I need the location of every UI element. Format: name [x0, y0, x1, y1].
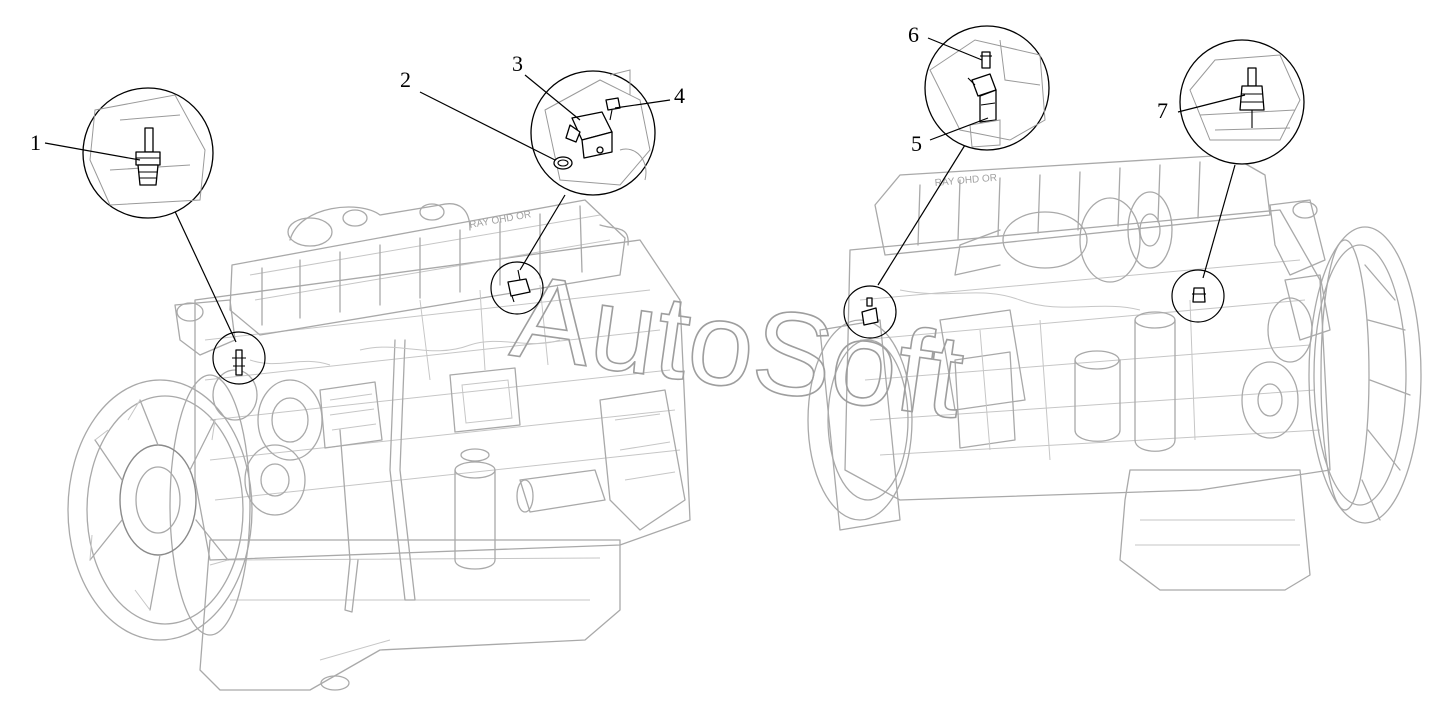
sensor-1-shaft: [144, 127, 154, 153]
label-3: 3: [512, 51, 523, 76]
label-4: 4: [674, 83, 685, 108]
label-5: 5: [911, 131, 922, 156]
callout-1-group: 1: [30, 87, 266, 385]
leader-line: [1202, 164, 1236, 279]
leader-line: [171, 204, 237, 343]
callout-2-3-4-group: 2 3 4: [400, 51, 685, 315]
callout-7-group: 7: [1157, 39, 1305, 323]
bolt-4: [605, 97, 621, 111]
location-circle: [490, 261, 544, 315]
left-engine-drawing: RAY OHD OR: [67, 199, 691, 691]
sensor-7-top: [1247, 67, 1257, 87]
label-2: 2: [400, 67, 411, 92]
label-7: 7: [1157, 98, 1168, 123]
label-6: 6: [908, 22, 919, 47]
right-engine-drawing: RAY OHD OR: [807, 154, 1422, 591]
leader-line: [877, 144, 966, 286]
location-circle: [843, 285, 897, 339]
label-1: 1: [30, 130, 41, 155]
location-circle: [1171, 269, 1225, 323]
callout-5-6-group: 6 5: [843, 22, 1050, 339]
location-circle: [212, 331, 266, 385]
right-engine-plate: RAY OHD OR: [934, 173, 997, 189]
seal-ring-2: [553, 156, 573, 170]
watermark-text: AutoSoft: [505, 250, 972, 444]
leader-line: [519, 194, 566, 271]
bolt-6: [981, 51, 991, 69]
